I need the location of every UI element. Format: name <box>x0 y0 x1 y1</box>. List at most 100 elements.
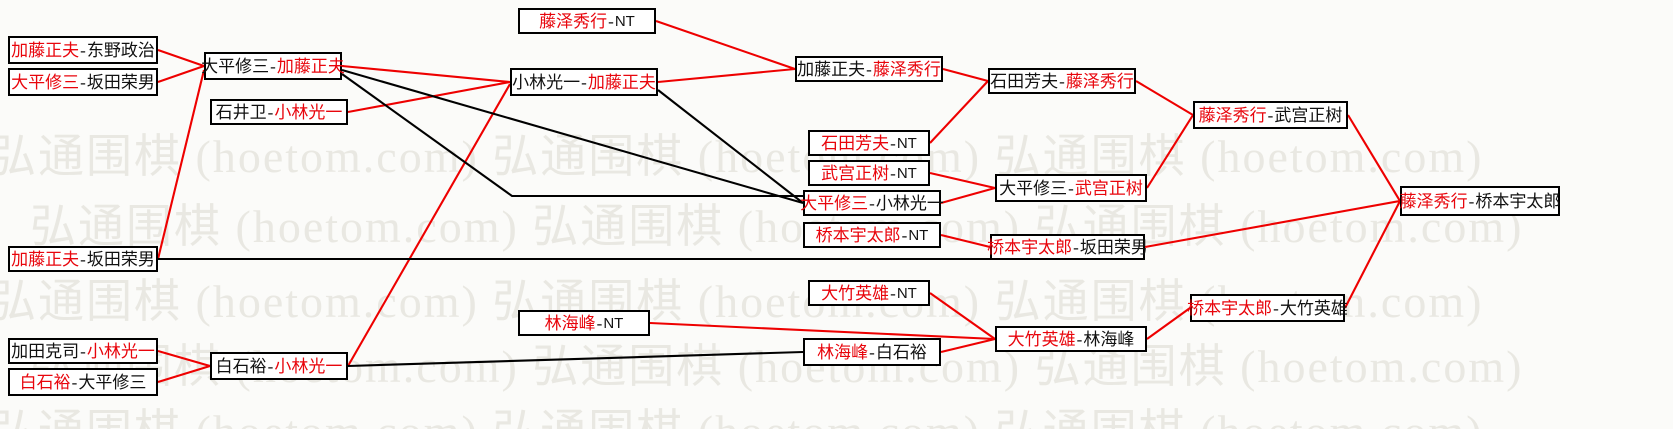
vs-separator: - <box>267 356 274 376</box>
player-right: 坂田荣男 <box>86 249 155 269</box>
bracket-node[interactable]: 加田克司-小林光一 <box>8 338 158 364</box>
bracket-node[interactable]: 藤泽秀行-武宫正树 <box>1193 101 1348 129</box>
bracket-node[interactable]: 藤泽秀行-NT <box>518 8 656 34</box>
bracket-node[interactable]: 大竹英雄-NT <box>808 280 930 306</box>
bracket-node[interactable]: 石田芳夫-藤泽秀行 <box>988 68 1136 94</box>
player-left: 加藤正夫 <box>797 59 866 79</box>
player-left: 大平修三 <box>999 178 1068 198</box>
player-right: 加藤正夫 <box>276 56 345 76</box>
vs-separator: - <box>608 11 614 31</box>
player-right: NT <box>896 284 917 302</box>
vs-separator: - <box>1068 178 1074 198</box>
player-left: 石田芳夫 <box>821 133 890 153</box>
bracket-node[interactable]: 大竹英雄-林海峰 <box>995 326 1147 352</box>
vs-separator: - <box>80 341 86 361</box>
player-left: 藤泽秀行 <box>539 11 608 31</box>
bracket-node[interactable]: 桥本宇太郎-大竹英雄 <box>1187 294 1348 322</box>
vs-separator: - <box>890 133 896 153</box>
bracket-node[interactable]: 白石裕-小林光一 <box>210 352 348 380</box>
player-right: 小林光一 <box>274 102 343 122</box>
vs-separator: - <box>901 225 908 245</box>
bracket-node[interactable]: 大平修三-坂田荣男 <box>8 68 158 96</box>
player-left: 大竹英雄 <box>821 283 890 303</box>
bracket-node[interactable]: 石田芳夫-NT <box>808 130 930 156</box>
watermark-text: 弘通围棋 (hoetom.com) 弘通围棋 (hoetom.com) 弘通围棋… <box>0 395 1483 429</box>
vs-separator: - <box>80 40 86 60</box>
vs-separator: - <box>270 56 276 76</box>
player-left: 桥本宇太郎 <box>1187 298 1273 318</box>
player-left: 大平修三 <box>800 193 869 213</box>
bracket-node[interactable]: 藤泽秀行-桥本宇太郎 <box>1400 186 1560 216</box>
vs-separator: - <box>80 72 86 92</box>
player-left: 大竹英雄 <box>1007 329 1076 349</box>
bracket-node[interactable]: 林海峰-NT <box>518 310 650 336</box>
bracket-node[interactable]: 白石裕-大平修三 <box>8 368 158 396</box>
vs-separator: - <box>1073 237 1079 257</box>
vs-separator: - <box>866 59 872 79</box>
player-right: 武宫正树 <box>1274 105 1343 125</box>
bracket-node[interactable]: 武宫正树-NT <box>808 160 930 186</box>
player-right: 大竹英雄 <box>1279 298 1348 318</box>
player-left: 林海峰 <box>544 313 596 333</box>
player-right: 小林光一 <box>86 341 155 361</box>
player-right: NT <box>896 164 917 182</box>
player-left: 石田芳夫 <box>990 71 1059 91</box>
bracket-node[interactable]: 大平修三-小林光一 <box>800 190 944 216</box>
vs-separator: - <box>1076 329 1083 349</box>
player-left: 白石裕 <box>215 356 267 376</box>
player-left: 武宫正树 <box>821 163 890 183</box>
player-left: 加藤正夫 <box>11 249 80 269</box>
bracket-node[interactable]: 桥本宇太郎-坂田荣男 <box>987 234 1148 260</box>
bracket-node[interactable]: 加藤正夫-东野政治 <box>8 36 158 64</box>
player-right: 坂田荣男 <box>86 72 155 92</box>
bracket-node[interactable]: 桥本宇太郎-NT <box>803 222 941 248</box>
player-right: NT <box>896 134 917 152</box>
player-right: 林海峰 <box>1083 329 1135 349</box>
bracket-node[interactable]: 大平修三-加藤正夫 <box>201 52 345 80</box>
player-right: 藤泽秀行 <box>1065 71 1134 91</box>
bracket-node[interactable]: 加藤正夫-藤泽秀行 <box>795 56 943 82</box>
player-left: 藤泽秀行 <box>1198 105 1267 125</box>
player-left: 加藤正夫 <box>11 40 80 60</box>
player-left: 大平修三 <box>11 72 80 92</box>
player-right: 东野政治 <box>86 40 155 60</box>
vs-separator: - <box>581 72 587 92</box>
player-left: 石井卫 <box>215 102 267 122</box>
vs-separator: - <box>869 193 875 213</box>
vs-separator: - <box>1468 191 1475 211</box>
player-right: NT <box>603 314 624 332</box>
vs-separator: - <box>1059 71 1065 91</box>
player-right: 白石裕 <box>875 342 927 362</box>
player-right: 大平修三 <box>78 372 147 392</box>
player-right: 加藤正夫 <box>587 72 656 92</box>
player-right: 坂田荣男 <box>1079 237 1148 257</box>
watermark-text: 弘通围棋 (hoetom.com) 弘通围棋 (hoetom.com) 弘通围棋… <box>0 131 1484 182</box>
player-left: 小林光一 <box>512 72 581 92</box>
bracket-node[interactable]: 林海峰-白石裕 <box>803 338 941 366</box>
player-right: NT <box>614 12 635 30</box>
watermark-text: 弘通围棋 (hoetom.com) 弘通围棋 (hoetom.com) 弘通围棋… <box>30 201 1524 252</box>
vs-separator: - <box>890 163 896 183</box>
player-left: 白石裕 <box>19 372 71 392</box>
vs-separator: - <box>1267 105 1274 125</box>
vs-separator: - <box>267 102 274 122</box>
player-left: 藤泽秀行 <box>1399 191 1468 211</box>
vs-separator: - <box>80 249 86 269</box>
player-left: 大平修三 <box>201 56 270 76</box>
bracket-node[interactable]: 大平修三-武宫正树 <box>995 174 1147 202</box>
player-left: 加田克司 <box>11 341 80 361</box>
player-right: 武宫正树 <box>1074 178 1143 198</box>
vs-separator: - <box>596 313 603 333</box>
bracket-node[interactable]: 加藤正夫-坂田荣男 <box>8 246 158 272</box>
bracket-node[interactable]: 小林光一-加藤正夫 <box>510 68 658 96</box>
vs-separator: - <box>869 342 875 362</box>
player-right: 小林光一 <box>274 356 343 376</box>
bracket-node[interactable]: 石井卫-小林光一 <box>210 99 348 125</box>
player-right: 桥本宇太郎 <box>1475 191 1561 211</box>
player-right: NT <box>908 226 929 244</box>
vs-separator: - <box>1273 298 1279 318</box>
player-left: 桥本宇太郎 <box>815 225 901 245</box>
vs-separator: - <box>71 372 78 392</box>
vs-separator: - <box>890 283 896 303</box>
